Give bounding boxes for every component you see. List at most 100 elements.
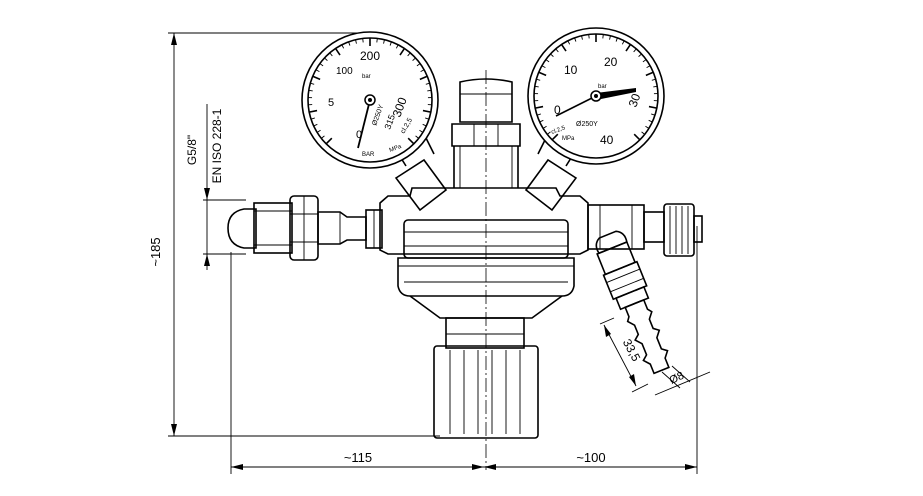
gauge-tick — [419, 129, 424, 133]
regulator-body — [379, 78, 589, 439]
gauge-tick — [633, 133, 641, 141]
rg-scale-40: 40 — [600, 133, 614, 147]
gauge-tick — [313, 123, 318, 127]
gauge-tick — [541, 65, 546, 69]
gauge-tick — [536, 78, 541, 81]
gauge-tick — [534, 85, 539, 88]
width-dimensions: ~115 ~100 — [230, 226, 698, 474]
lg-scale-200: 200 — [360, 49, 380, 63]
gauge-tick — [383, 39, 385, 44]
gauge-tick — [319, 63, 324, 67]
gauge-tick — [348, 41, 351, 46]
left-gauge-ticks — [308, 38, 432, 145]
thread-dimension: G5/8" EN ISO 228-1 — [185, 104, 246, 270]
gauge-tick — [648, 119, 653, 123]
gauge-tick — [633, 48, 637, 53]
rg-mark-3: MPa — [562, 136, 575, 142]
gauge-tick — [651, 78, 656, 81]
gauge-tick — [574, 37, 577, 42]
gauge-tick — [419, 75, 428, 81]
gauge-tick — [420, 69, 425, 73]
gauge-tick — [312, 75, 321, 81]
high-pressure-gauge: 0 5 100 200 300 315 bar Ø250Y cl.2,5 MPa… — [301, 31, 439, 169]
gauge-tick — [651, 113, 656, 116]
lg-scale-5: 5 — [328, 97, 334, 109]
height-dim-label: ~185 — [148, 237, 163, 266]
gauge-tick — [422, 123, 427, 127]
gauge-tick — [427, 89, 432, 92]
gauge-tick — [648, 105, 657, 109]
gauge-tick — [646, 65, 651, 69]
gauge-tick — [615, 37, 618, 42]
gauge-tick — [329, 52, 333, 57]
gauge-tick — [325, 137, 333, 145]
gauge-tick — [416, 63, 421, 67]
gauge-tick — [324, 57, 328, 61]
lg-scale-0: 0 — [356, 129, 362, 141]
gauge-tick — [567, 40, 571, 45]
left-width-label: ~115 — [344, 450, 372, 465]
gauge-tick — [551, 133, 559, 141]
gauge-tick — [641, 131, 645, 135]
rg-mark-2: cl.2,5 — [551, 125, 567, 136]
gauge-tick — [389, 41, 392, 46]
gauge-tick — [581, 35, 583, 40]
gauge-tick — [609, 35, 611, 40]
lg-mark-3: MPa — [389, 144, 403, 154]
gauge-tick — [642, 59, 647, 63]
lg-scale-300: 300 — [390, 95, 410, 119]
gauge-tick — [638, 53, 642, 57]
gauge-tick — [309, 109, 318, 113]
gauge-tick — [355, 39, 357, 44]
gauge-tick — [341, 44, 345, 49]
gauge-tick — [645, 125, 650, 129]
gauge-tick — [547, 131, 551, 135]
gauge-tick — [422, 109, 431, 113]
gauge-tick — [412, 57, 416, 61]
gauge-tick — [308, 89, 313, 92]
lg-scale-315: 315 — [382, 113, 397, 131]
outlet-assembly — [587, 203, 703, 375]
gauge-tick — [536, 113, 541, 116]
lg-scale-100: 100 — [336, 66, 353, 77]
gauge-tick — [621, 40, 625, 45]
hose-length-label: 33,5 — [620, 337, 643, 364]
rg-scale-20: 20 — [604, 55, 618, 69]
gauge-tick — [539, 119, 544, 123]
gauge-tick — [310, 117, 315, 120]
height-dimension: ~185 — [148, 32, 440, 437]
gauge-tick — [645, 71, 654, 77]
adjusting-knob-ribs — [449, 350, 521, 434]
gauge-tick — [542, 125, 547, 129]
valve-knob-ribs — [669, 206, 689, 254]
gauge-tick — [399, 48, 406, 56]
lg-mark-4: BAR — [362, 152, 375, 158]
gauge-tick — [545, 59, 550, 63]
gauge-tick — [407, 137, 415, 145]
hose-diameter-label: Ø8 — [668, 370, 686, 387]
gauge-tick — [535, 105, 544, 109]
thread-standard-label: EN ISO 228-1 — [210, 108, 224, 183]
low-pressure-gauge: 0 10 20 30 40 bar Ø250Y cl.2,5 MPa — [527, 27, 665, 165]
lg-unit: bar — [362, 74, 371, 80]
gauge-tick — [555, 48, 559, 53]
right-gauge-ticks — [534, 34, 658, 141]
gauge-tick — [316, 129, 321, 133]
gauge-tick — [560, 44, 567, 52]
thread-dim-label: G5/8" — [185, 135, 199, 165]
gauge-tick — [415, 135, 419, 139]
gauge-tick — [395, 44, 399, 49]
rg-scale-30: 30 — [626, 91, 644, 109]
gauge-tick — [538, 71, 547, 77]
rg-unit: bar — [598, 84, 607, 90]
gauge-tick — [321, 135, 325, 139]
gauge-tick — [653, 85, 658, 88]
gauge-tick — [315, 69, 320, 73]
rg-mark-1: Ø250Y — [576, 121, 598, 128]
gauge-tick — [310, 82, 315, 85]
rg-scale-10: 10 — [564, 63, 578, 77]
gauge-tick — [550, 53, 554, 57]
gauge-tick — [425, 117, 430, 120]
gauge-tick — [334, 48, 341, 56]
